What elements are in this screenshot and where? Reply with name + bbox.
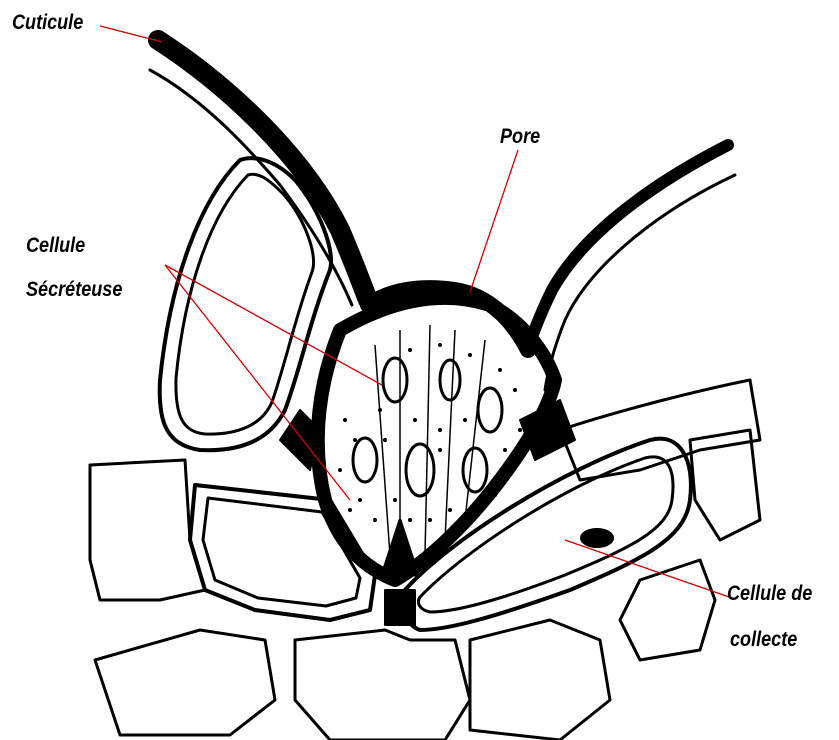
gland-stalk-base [385,590,415,625]
lower-left-cell-2 [90,460,205,600]
collecting-cell-label-line1: Cellule de [727,581,812,606]
right-cell-3 [470,620,610,740]
lower-left-cell-3 [95,630,275,735]
secretory-cell-label-line2: Sécréteuse [26,277,122,302]
right-cuticle-edge [545,175,735,390]
lower-left-cell-4 [295,630,470,740]
leader-lines [100,26,732,598]
pore-label: Pore [500,124,540,149]
collecting-cell-label-line2: collecte [730,627,797,652]
leader-line-collecting-cell [565,540,732,598]
right-cuticle-band [528,145,728,350]
left-cuticle-band [158,40,368,300]
leader-line-pore [470,150,518,292]
secretory-cell-texture [338,325,522,560]
secretory-cell-label-line1: Cellule [26,233,85,258]
collecting-cell-nucleus [581,529,613,547]
cuticle-label: Cuticule [12,10,83,35]
epidermal-cell-outer-wall [160,158,331,450]
